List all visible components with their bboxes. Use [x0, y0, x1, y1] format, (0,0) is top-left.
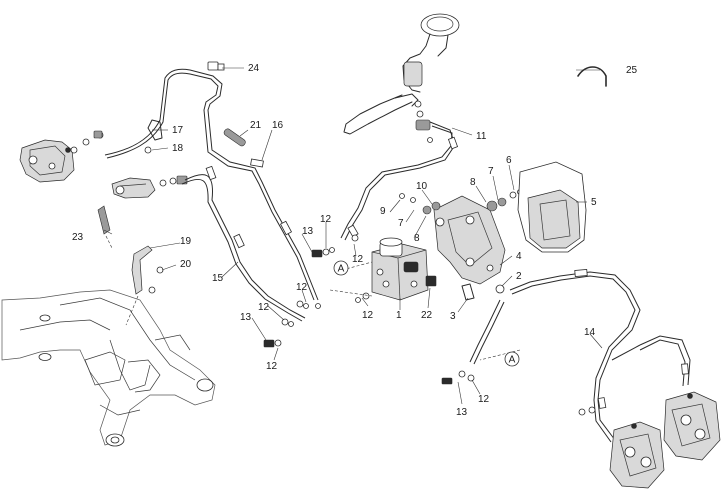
callout-10: 10	[416, 181, 428, 192]
connector-mark-a-2: A	[504, 351, 520, 367]
front-brake-calipers	[609, 391, 721, 489]
banjo-fittings	[263, 234, 521, 361]
callout-4: 4	[516, 251, 522, 262]
callout-23: 22	[421, 310, 433, 321]
callout-2: 2	[516, 271, 522, 282]
callout-21: 21	[250, 120, 262, 131]
callout-5: 5	[591, 197, 597, 208]
callout-12a: 12	[320, 214, 332, 225]
connector-mark-a-1-label: A	[338, 264, 345, 275]
callout-8b: 8	[414, 233, 420, 244]
callout-12f: 12	[266, 361, 278, 372]
callout-1: 1	[396, 310, 402, 321]
connector-mark-a-1: A	[333, 260, 349, 276]
callout-18: 18	[172, 143, 184, 154]
clip-25	[577, 66, 607, 87]
callout-8a: 8	[470, 177, 476, 188]
callout-12b: 12	[352, 254, 364, 265]
callout-14: 14	[584, 327, 596, 338]
front-brake-hose-14	[441, 269, 691, 443]
callout-16: 16	[272, 120, 284, 131]
callout-13c: 13	[456, 407, 468, 418]
callout-12e: 12	[362, 310, 374, 321]
callout-25: 25	[626, 65, 638, 76]
rear-brake-hoses	[104, 61, 319, 322]
abs-modulator	[355, 237, 429, 303]
callout-13a: 13	[302, 226, 314, 237]
callout-11: 11	[476, 131, 487, 142]
callout-7b: 7	[398, 218, 404, 229]
bracket-19-20	[125, 245, 164, 326]
spacer-sleeve-21	[223, 128, 246, 147]
callout-7a: 7	[488, 166, 494, 177]
callout-12d: 12	[258, 302, 270, 313]
callout-15: 15	[212, 273, 224, 284]
callout-3: 3	[450, 311, 456, 322]
callout-labels: 24 25 21 16 17 11 18 6 7 8 10 5 9 7 12 1…	[72, 63, 638, 418]
callout-17: 17	[172, 125, 184, 136]
rear-brake-caliper	[19, 130, 104, 183]
callout-12g: 12	[478, 394, 490, 405]
cover-strip-24	[97, 205, 113, 249]
front-master-cylinder	[343, 13, 460, 143]
abs-cover-5	[517, 161, 587, 253]
callout-24: 23	[72, 232, 84, 243]
connector-mark-a-2-label: A	[509, 355, 516, 366]
abs-bracket-4	[399, 189, 523, 301]
callout-13b: 13	[240, 312, 252, 323]
rear-master-cylinder	[111, 175, 188, 199]
callout-19: 19	[180, 236, 192, 247]
callout-12c: 12	[296, 282, 308, 293]
callout-20: 20	[180, 259, 192, 270]
callout-22: 24	[248, 63, 260, 74]
swingarm-frame	[1, 289, 216, 447]
callout-9: 9	[380, 206, 386, 217]
leader-lines	[103, 67, 603, 405]
callout-6: 6	[506, 155, 512, 166]
